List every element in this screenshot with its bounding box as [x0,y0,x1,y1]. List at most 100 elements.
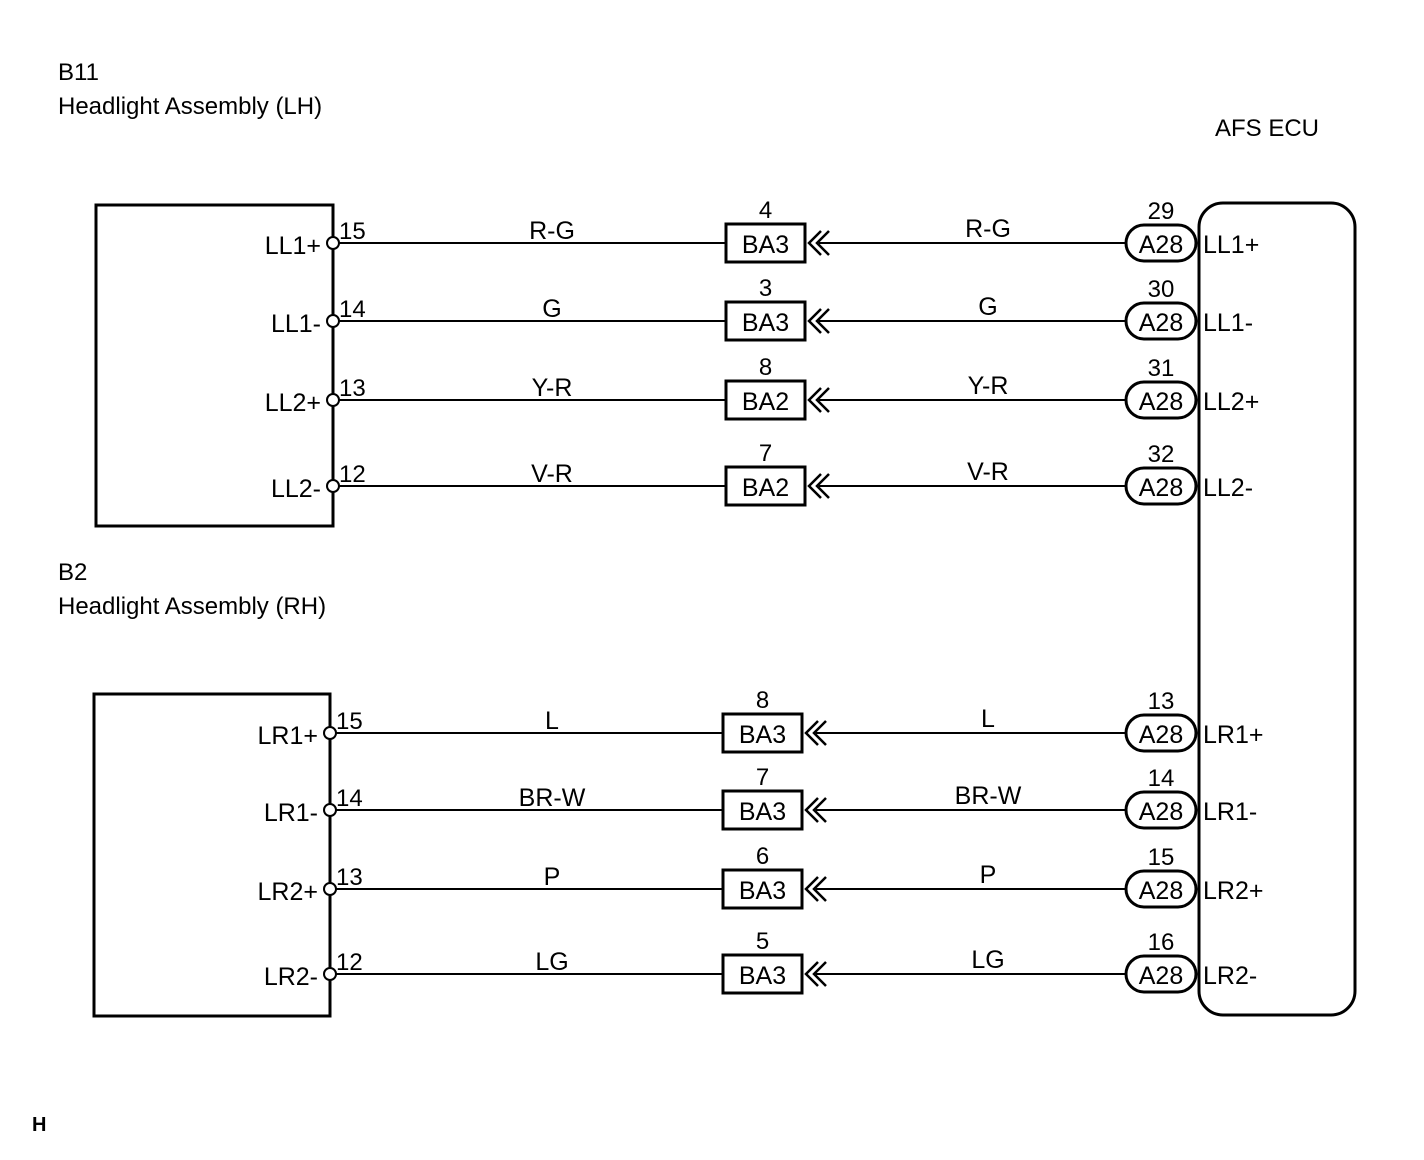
signal-label: LL2- [271,475,321,503]
junction-connector-box [721,712,804,754]
ecu-terminal-label: LR1+ [1203,721,1263,749]
junction-pin-number: 4 [759,197,772,224]
junction-connector-box [724,379,807,421]
wire-color-label: LG [971,946,1004,974]
ecu-connector-label: A28 [1139,877,1183,905]
signal-label: LR1- [264,799,318,827]
ecu-terminal-label: LL1+ [1203,231,1259,259]
junction-connector-label: BA3 [739,798,786,826]
signal-label: LL1- [271,310,321,338]
junction-pin-number: 3 [759,275,772,302]
pin-number: 14 [336,785,363,812]
lh-component-name: Headlight Assembly (LH) [58,93,322,120]
ecu-name: AFS ECU [1215,115,1319,142]
wire-color-label: R-G [965,215,1011,243]
ecu-connector-label: A28 [1139,388,1183,416]
ecu-pin-number: 14 [1148,765,1175,792]
wire-color-label: P [980,861,997,889]
junction-connector-label: BA3 [739,877,786,905]
ecu-connector-label: A28 [1139,962,1183,990]
chevron-icon [812,961,827,987]
junction-connector-label: BA3 [739,962,786,990]
terminal-circle [326,314,340,328]
chevron-icon [807,308,822,334]
junction-connector-label: BA3 [742,231,789,259]
ecu-terminal-label: LL2- [1203,474,1253,502]
chevron-icon [815,473,830,499]
pin-number: 13 [339,375,366,402]
rh-headlight-box [92,692,332,1018]
wire-color-label: BR-W [955,782,1022,810]
wire-color-label: G [542,295,561,323]
terminal-circle [323,803,337,817]
chevron-icon [807,230,822,256]
pin-number: 13 [336,864,363,891]
ecu-connector-label: A28 [1139,721,1183,749]
terminal-circle [323,967,337,981]
wire-color-label: Y-R [532,374,573,402]
ecu-connector-pill [1124,790,1198,830]
signal-label: LR2+ [258,878,318,906]
pin-number: 12 [336,949,363,976]
ecu-connector-pill [1124,869,1198,909]
chevron-icon [807,387,822,413]
wire-color-label: L [545,707,559,735]
ecu-connector-pill [1124,466,1198,506]
junction-connector-label: BA3 [742,309,789,337]
pin-number: 15 [336,708,363,735]
ecu-connector-label: A28 [1139,798,1183,826]
wire-color-label: BR-W [519,784,586,812]
lh-component-code: B11 [58,59,99,86]
ecu-connector-pill [1124,954,1198,994]
ecu-pin-number: 31 [1148,355,1175,382]
wire-color-label: L [981,705,995,733]
junction-pin-number: 8 [759,354,772,381]
ecu-terminal-label: LL1- [1203,309,1253,337]
chevron-icon [812,876,827,902]
junction-connector-box [724,300,807,342]
chevron-icon [804,876,819,902]
ecu-pin-number: 30 [1148,276,1175,303]
pin-number: 15 [339,218,366,245]
junction-connector-label: BA3 [739,721,786,749]
signal-label: LR1+ [258,722,318,750]
chevron-icon [815,230,830,256]
ecu-pin-number: 29 [1148,198,1175,225]
junction-pin-number: 7 [756,764,769,791]
chevron-icon [804,797,819,823]
junction-pin-number: 5 [756,928,769,955]
terminal-circle [323,882,337,896]
junction-connector-label: BA2 [742,388,789,416]
ecu-terminal-label: LL2+ [1203,388,1259,416]
ecu-pin-number: 16 [1148,929,1175,956]
junction-pin-number: 7 [759,440,772,467]
ecu-pin-number: 32 [1148,441,1175,468]
terminal-circle [326,236,340,250]
junction-connector-box [721,868,804,910]
terminal-circle [326,393,340,407]
wire-color-label: LG [535,948,568,976]
junction-connector-box [724,465,807,507]
rh-component-code: B2 [58,559,87,586]
chevron-icon [812,720,827,746]
junction-connector-box [721,953,804,995]
lh-headlight-box [94,203,335,528]
pin-number: 14 [339,296,366,323]
ecu-connector-label: A28 [1139,309,1183,337]
chevron-icon [812,797,827,823]
ecu-connector-label: A28 [1139,474,1183,502]
junction-connector-box [721,789,804,831]
terminal-circle [323,726,337,740]
chevron-icon [804,961,819,987]
signal-label: LR2- [264,963,318,991]
footer-code: H [32,1114,46,1136]
signal-label: LL1+ [265,232,321,260]
wire-color-label: R-G [529,217,575,245]
ecu-connector-pill [1124,301,1198,341]
chevron-icon [815,308,830,334]
pin-number: 12 [339,461,366,488]
signal-label: LL2+ [265,389,321,417]
wire-color-label: Y-R [968,372,1009,400]
